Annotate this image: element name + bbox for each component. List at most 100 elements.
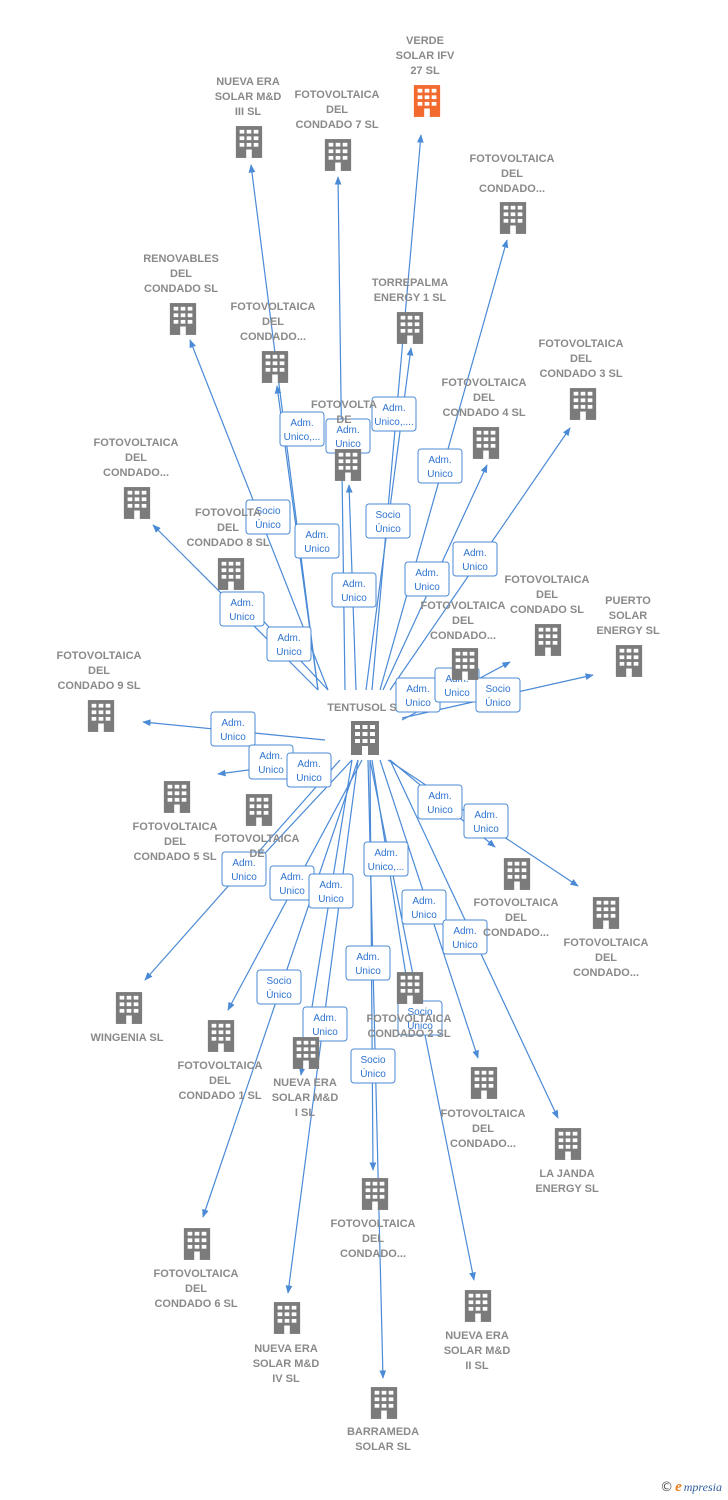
company-name: FOTOVOLTAICA (178, 1060, 263, 1072)
company-node-fdc_g[interactable]: FOTOVOLTAICADELCONDADO... (564, 897, 649, 979)
company-name: FOTOVOLTAICA (564, 937, 649, 949)
company-name: FOTOVOLTAICA (441, 1108, 526, 1120)
edge-label-text: Unico (355, 966, 381, 977)
company-node-fdc_i[interactable]: FOTOVOLTAICADELCONDADO... (331, 1178, 416, 1260)
edge-label-3[interactable]: Adm.Unico,.... (371, 396, 417, 432)
company-name: I SL (295, 1107, 315, 1119)
company-name: NUEVA ERA (216, 76, 280, 88)
edge-label-text: Adm. (406, 684, 429, 695)
company-name: DE (336, 414, 351, 426)
center-node[interactable]: TENTUSOL S (327, 702, 397, 755)
edge-label-19[interactable]: Adm. Unico (417, 784, 463, 820)
company-name: CONDADO 5 SL (133, 851, 216, 863)
company-name: CONDADO... (483, 927, 549, 939)
edge-label-text: Socio (266, 976, 291, 987)
company-name: FOTOVOLTAICA (470, 153, 555, 165)
edge-label-12[interactable]: Adm.Unico (266, 626, 312, 662)
company-name: IV SL (272, 1373, 300, 1385)
edge-label-27[interactable]: Adm.Unico (345, 945, 391, 981)
company-node-wing[interactable]: WINGENIA SL (91, 992, 164, 1044)
edge-label-18[interactable]: Adm.Unico (286, 752, 332, 788)
edge-label-8[interactable]: Adm.Unico (452, 541, 498, 577)
company-node-fdc_c[interactable]: FOTOVOLTAICADELCONDADO... (94, 437, 179, 519)
edge-label-29[interactable]: Adm.Unico (302, 1006, 348, 1042)
edge-label-9[interactable]: Adm.Unico (404, 561, 450, 597)
edge-label-text: Adm. (342, 579, 365, 590)
edge-label-16[interactable]: Adm.Unico (210, 711, 256, 747)
edge-label-25[interactable]: Adm.Unico (401, 889, 447, 925)
edge-label-text: Unico (411, 910, 437, 921)
company-name: BARRAMEDA (347, 1426, 419, 1438)
edge-label-23[interactable]: Adm.Unico (308, 873, 354, 909)
edge-label-13[interactable]: Adm.Unico (395, 677, 441, 713)
building-icon (123, 487, 151, 519)
copyright-icon: © (660, 1480, 674, 1495)
edge-label-6[interactable]: Adm.Unico (294, 523, 340, 559)
edge-label-text: Unico (427, 805, 453, 816)
edge-label-22[interactable]: Adm.Unico (269, 865, 315, 901)
building-icon (569, 388, 597, 420)
edge-label-17[interactable]: Adm.Unico (248, 744, 294, 780)
edge-label-11[interactable]: Adm.Unico (219, 591, 265, 627)
company-node-fdc_h[interactable]: FOTOVOLTAICADELCONDADO... (441, 1067, 526, 1150)
company-name: DEL (185, 1283, 207, 1295)
edge-label-1[interactable]: Adm.Unico,... (279, 411, 325, 447)
company-node-fdc_f[interactable]: FOTOVOLTAICADELCONDADO... (474, 858, 559, 939)
company-node-fdc_a[interactable]: FOTOVOLTAICADELCONDADO... (470, 153, 555, 234)
edge-label-text: Socio (375, 510, 400, 521)
edge-label-text: Unico (452, 940, 478, 951)
company-name: DEL (595, 952, 617, 964)
edge-label-text: Adm. (415, 568, 438, 579)
edge-label-text: Adm. (428, 791, 451, 802)
company-name: LA JANDA (539, 1168, 594, 1180)
edge-label-10[interactable]: Adm.Unico (331, 572, 377, 608)
edge-label-4[interactable]: Adm.Unico (417, 448, 463, 484)
edge-label-21[interactable]: Adm.Unico (221, 851, 267, 887)
edge-label-text: Único (375, 522, 401, 535)
edge-label-text: Adm. (230, 598, 253, 609)
company-name: VERDE (406, 35, 444, 47)
edge-label-text: Unico,... (284, 432, 321, 443)
edge-label-text: Adm. (232, 858, 255, 869)
edge-label-24[interactable]: Adm.Unico,... (363, 841, 409, 877)
edge-label-26[interactable]: Adm.Unico (442, 919, 488, 955)
edge-label-2[interactable]: Adm.Unico (325, 418, 371, 454)
company-name: NUEVA ERA (254, 1343, 318, 1355)
company-node-fdc_d[interactable]: FOTOVOLTAICADELCONDADO... (421, 600, 506, 680)
edge-label-20[interactable]: Adm.Unico (463, 803, 509, 839)
edge-label-text: Unico (258, 765, 284, 776)
building-icon (169, 303, 197, 335)
building-icon (503, 858, 531, 890)
company-node-fdc_b[interactable]: FOTOVOLTAICADELCONDADO... (231, 301, 316, 383)
company-name: CONDADO 4 SL (442, 407, 525, 419)
